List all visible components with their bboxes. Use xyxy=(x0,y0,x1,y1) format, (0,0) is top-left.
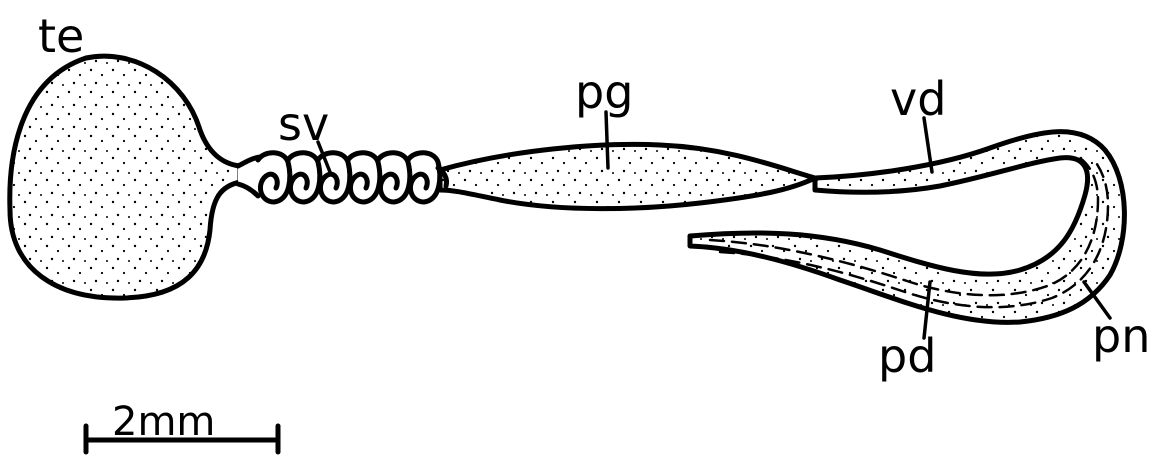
leader-pg xyxy=(606,112,608,168)
scale-bar: 2mm xyxy=(86,399,278,452)
label-te: te xyxy=(38,9,84,63)
testis-shape xyxy=(10,56,240,298)
seminal-vesicle-shape xyxy=(238,153,455,202)
label-vd: vd xyxy=(890,72,946,126)
label-pd: pd xyxy=(878,329,936,383)
scale-bar-label: 2mm xyxy=(112,399,215,445)
label-pg: pg xyxy=(575,65,633,119)
label-sv: sv xyxy=(278,97,329,151)
prostate-gland-shape xyxy=(440,144,815,208)
label-pn: pn xyxy=(1092,309,1150,363)
